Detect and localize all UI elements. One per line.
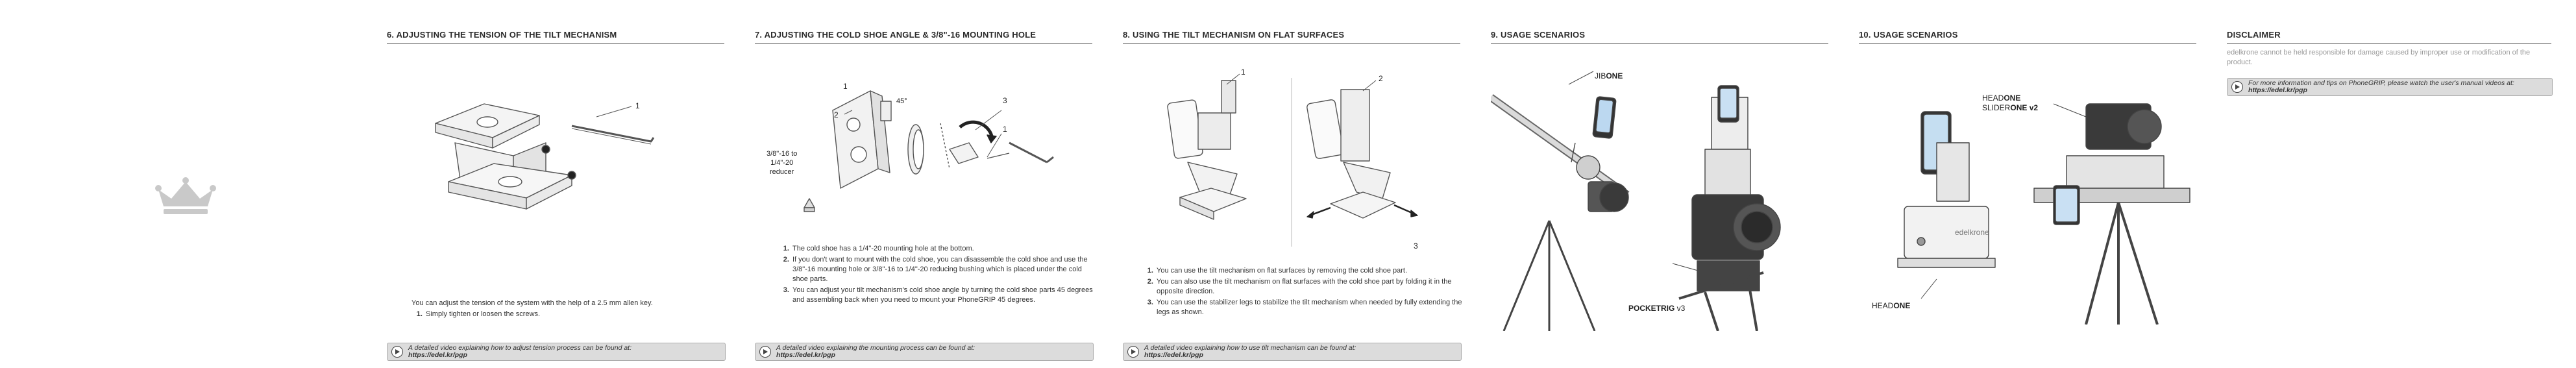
callout-2: 2	[834, 110, 839, 119]
pocketrig-label: POCKETRIG v3	[1628, 304, 1686, 313]
video-link[interactable]: https://edel.kr/pgp	[408, 351, 468, 359]
callout-1b: 1	[1003, 125, 1007, 134]
play-icon	[1127, 346, 1139, 358]
video-text: A detailed video explaining how to use t…	[1144, 344, 1356, 352]
list-item: You can use the tilt mechanism on flat s…	[1155, 266, 1467, 276]
section-title: 10. USAGE SCENARIOS	[1859, 30, 2196, 44]
flat-surface-steps: You can use the tilt mechanism on flat s…	[1142, 266, 1467, 319]
callout-1: 1	[843, 82, 848, 91]
section-title: 9. USAGE SCENARIOS	[1491, 30, 1828, 44]
angle-label: 45°	[896, 97, 907, 105]
list-item: Simply tighten or loosen the screws.	[424, 310, 717, 319]
video-text: A detailed video explaining how to adjus…	[408, 344, 632, 352]
video-text: A detailed video explaining the mounting…	[776, 344, 975, 352]
list-item: You can adjust your tilt mechanism's col…	[791, 286, 1094, 305]
disclaimer-text: edelkrone cannot be held responsible for…	[2227, 49, 2531, 66]
section-title: 8. USING THE TILT MECHANISM ON FLAT SURF…	[1123, 30, 1460, 44]
play-icon	[2231, 81, 2243, 93]
list-item: If you don't want to mount with the cold…	[791, 255, 1094, 284]
callout-3: 3	[1414, 241, 1418, 251]
section-title: 6. ADJUSTING THE TENSION OF THE TILT MEC…	[387, 30, 724, 44]
section-usage-10: 10. USAGE SCENARIOS edelkrone HEADONE SL…	[1859, 0, 2196, 368]
section-flat-surfaces: 8. USING THE TILT MECHANISM ON FLAT SURF…	[1123, 0, 1462, 368]
crown-logo-icon	[154, 177, 217, 215]
video-link-box[interactable]: For more information and tips on PhoneGR…	[2227, 78, 2553, 96]
section-tension: 6. ADJUSTING THE TENSION OF THE TILT MEC…	[387, 0, 726, 368]
callout-2: 2	[1379, 74, 1383, 83]
play-icon	[759, 346, 771, 358]
callout-1: 1	[635, 101, 640, 110]
section-disclaimer: DISCLAIMER edelkrone cannot be held resp…	[2227, 0, 2553, 368]
play-icon	[391, 346, 403, 358]
video-link-box[interactable]: A detailed video explaining how to use t…	[1123, 343, 1462, 361]
cold-shoe-steps: The cold shoe has a 1/4"-20 mounting hol…	[778, 244, 1094, 306]
section-usage-9: 9. USAGE SCENARIOS	[1491, 0, 1828, 368]
video-link[interactable]: https://edel.kr/pgp	[2248, 86, 2308, 94]
usage-headone-sliderone-illustration: edelkrone HEADONE SLIDERONE v2 HEADONE	[1859, 65, 2196, 325]
device-brand-text: edelkrone	[1955, 228, 1989, 237]
video-link[interactable]: https://edel.kr/pgp	[1144, 351, 1204, 359]
reducer-label: 3/8"-16 to 1/4"-20 reducer	[767, 150, 798, 176]
list-item: You can also use the tilt mechanism on f…	[1155, 277, 1467, 297]
list-item: The cold shoe has a 1/4"-20 mounting hol…	[791, 244, 1094, 254]
callout-3: 3	[1003, 96, 1007, 105]
section-title: 7. ADJUSTING THE COLD SHOE ANGLE & 3/8"-…	[755, 30, 1092, 44]
usage-jib-pocketrig-illustration: JIBONE POCKETRIG v3	[1491, 58, 1828, 331]
headone-sliderone-label: HEADONE SLIDERONE v2	[1982, 93, 2039, 112]
list-item: You can use the stabilizer legs to stabi…	[1155, 298, 1467, 317]
video-text: For more information and tips on PhoneGR…	[2248, 79, 2514, 87]
flat-surface-illustration: 1 2 3	[1149, 65, 1434, 253]
tension-steps: Simply tighten or loosen the screws.	[411, 310, 717, 321]
headone-label: HEADONE	[1872, 301, 1911, 310]
video-link-box[interactable]: A detailed video explaining the mounting…	[755, 343, 1094, 361]
callout-1: 1	[1241, 67, 1245, 77]
jibone-label: JIBONE	[1595, 71, 1623, 80]
tilt-mechanism-illustration: 1	[423, 78, 682, 227]
cold-shoe-illustration: 2 1 45° 3 1 3/8"-16 to 1/4"-20 reducer	[755, 71, 1092, 221]
video-link[interactable]: https://edel.kr/pgp	[776, 351, 836, 359]
tension-intro: You can adjust the tension of the system…	[411, 299, 653, 307]
video-link-box[interactable]: A detailed video explaining how to adjus…	[387, 343, 726, 361]
section-title: DISCLAIMER	[2227, 30, 2551, 44]
section-cold-shoe: 7. ADJUSTING THE COLD SHOE ANGLE & 3/8"-…	[755, 0, 1094, 368]
